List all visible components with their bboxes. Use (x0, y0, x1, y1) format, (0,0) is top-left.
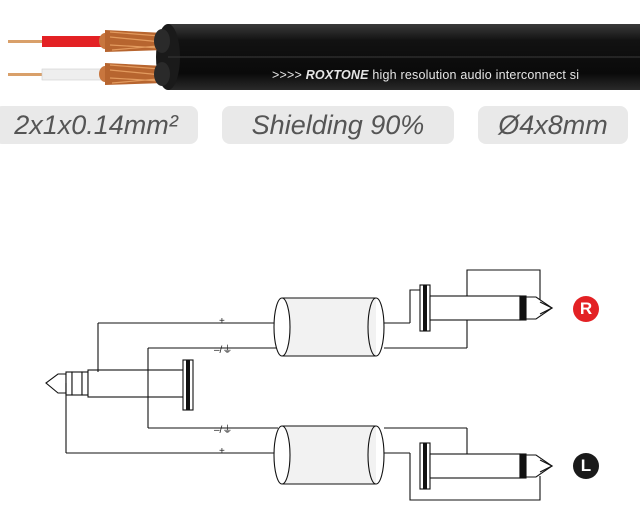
brand-logo: ROXTONE (305, 68, 369, 82)
spec-conductor: 2x1x0.14mm² (0, 106, 198, 144)
print-text: high resolution audio interconnect si (372, 68, 580, 82)
top-plus-label: + (219, 316, 225, 327)
red-core (8, 29, 170, 53)
left-channel-badge: L (573, 453, 599, 479)
mono-plug-right (419, 284, 554, 332)
bottom-ground-label: –/⏚ (214, 425, 233, 436)
shield-bottom (273, 425, 385, 485)
print-prefix: >>>> (272, 68, 302, 82)
cable-illustration (8, 24, 640, 90)
spec-diameter: Ø4x8mm (478, 106, 628, 144)
shield-top (273, 297, 385, 357)
top-ground-label: –/⏚ (214, 345, 233, 356)
right-channel-badge: R (573, 296, 599, 322)
spec-shielding: Shielding 90% (222, 106, 454, 144)
mono-plug-left (419, 442, 554, 490)
wiring-diagram (45, 269, 554, 501)
cable-print: >>>> ROXTONE high resolution audio inter… (272, 68, 579, 82)
trs-plug (45, 359, 194, 411)
cable-jacket (156, 24, 640, 90)
bottom-plus-label: + (219, 446, 225, 457)
white-core (8, 62, 170, 86)
